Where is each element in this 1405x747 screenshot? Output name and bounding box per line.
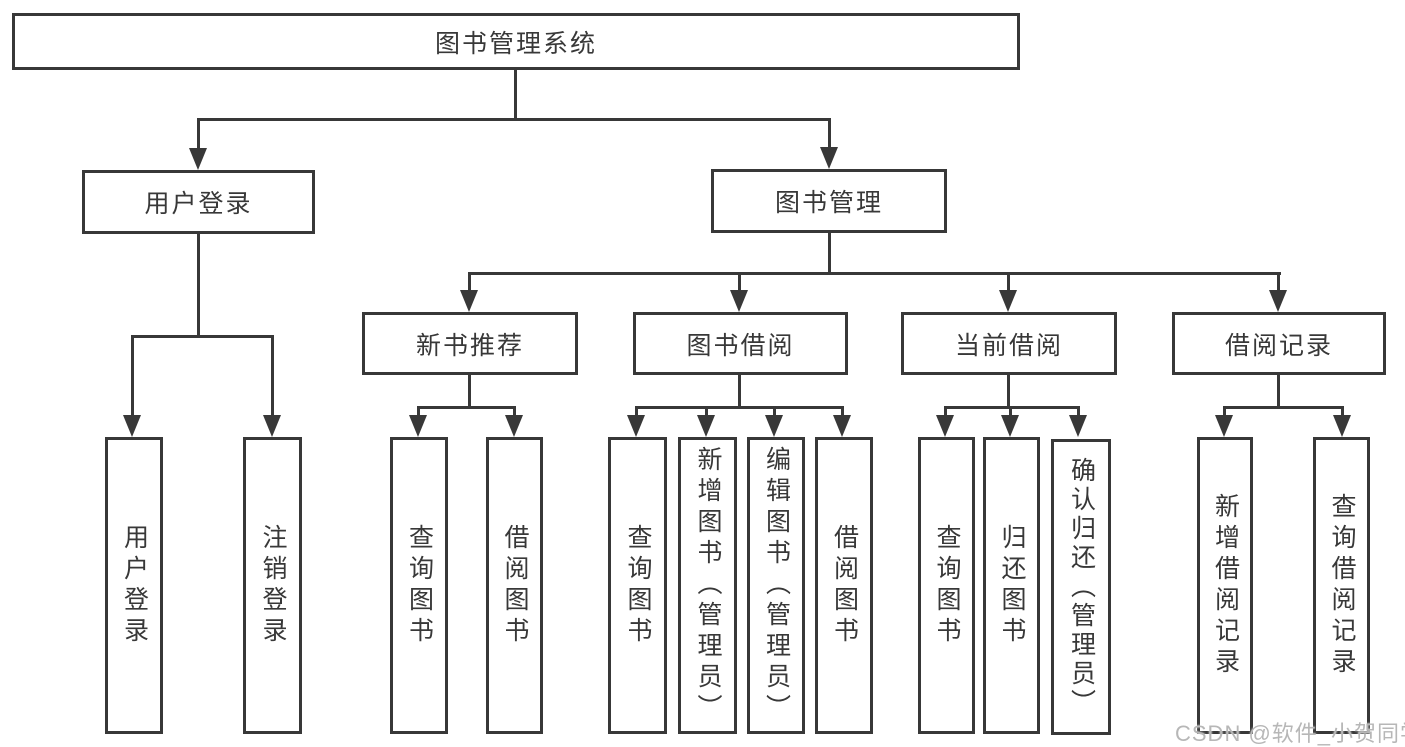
arrowhead-down bbox=[936, 415, 954, 437]
arrowhead-down bbox=[730, 290, 748, 312]
arrowhead-down bbox=[1269, 290, 1287, 312]
leaf-query-books: 查询图书 bbox=[608, 437, 667, 734]
connector-line bbox=[944, 406, 1080, 409]
node-new-book-recommend: 新书推荐 bbox=[362, 312, 578, 375]
connector-line bbox=[131, 335, 274, 338]
node-current-borrowing: 当前借阅 bbox=[901, 312, 1117, 375]
arrowhead-down bbox=[1069, 415, 1087, 437]
connector-line bbox=[197, 118, 831, 121]
connector-line bbox=[514, 70, 517, 120]
connector-line bbox=[417, 406, 516, 409]
connector-line bbox=[635, 406, 844, 409]
connector-line bbox=[635, 406, 638, 417]
connector-line bbox=[513, 406, 516, 417]
connector-line bbox=[131, 335, 134, 417]
connector-line bbox=[1277, 272, 1280, 292]
connector-line bbox=[197, 118, 200, 150]
leaf-logout: 注销登录 bbox=[243, 437, 302, 734]
connector-line bbox=[1077, 406, 1080, 417]
connector-line bbox=[828, 233, 831, 274]
arrowhead-down bbox=[460, 290, 478, 312]
arrowhead-down bbox=[123, 415, 141, 437]
arrowhead-down bbox=[999, 290, 1017, 312]
connector-line bbox=[705, 406, 708, 417]
node-user-login: 用户登录 bbox=[82, 170, 315, 234]
arrowhead-down bbox=[833, 415, 851, 437]
arrowhead-down bbox=[505, 415, 523, 437]
arrowhead-down bbox=[409, 415, 427, 437]
leaf-confirm-return-admin: 确认归还（管理员） bbox=[1051, 439, 1111, 735]
connector-line bbox=[271, 335, 274, 417]
arrowhead-down bbox=[1333, 415, 1351, 437]
connector-line bbox=[828, 118, 831, 149]
connector-line bbox=[738, 272, 741, 292]
connector-line bbox=[417, 406, 420, 417]
connector-line bbox=[1223, 406, 1226, 417]
connector-line bbox=[1341, 406, 1344, 417]
connector-line bbox=[468, 272, 1281, 275]
leaf-edit-book-admin: 编辑图书（管理员） bbox=[747, 437, 805, 734]
connector-line bbox=[1007, 375, 1010, 408]
connector-line bbox=[1223, 406, 1344, 409]
leaf-borrow-books: 借阅图书 bbox=[486, 437, 543, 734]
leaf-query-books: 查询图书 bbox=[918, 437, 975, 734]
leaf-add-book-admin: 新增图书（管理员） bbox=[678, 437, 737, 734]
connector-line bbox=[944, 406, 947, 417]
arrowhead-down bbox=[627, 415, 645, 437]
node-book-management-system: 图书管理系统 bbox=[12, 13, 1020, 70]
connector-line bbox=[468, 375, 471, 408]
arrowhead-down bbox=[1215, 415, 1233, 437]
arrowhead-down bbox=[263, 415, 281, 437]
arrowhead-down bbox=[765, 415, 783, 437]
arrowhead-down bbox=[820, 147, 838, 169]
node-book-borrowing: 图书借阅 bbox=[633, 312, 848, 375]
connector-line bbox=[1009, 406, 1012, 417]
node-borrow-records: 借阅记录 bbox=[1172, 312, 1386, 375]
leaf-user-login: 用户登录 bbox=[105, 437, 163, 734]
connector-line bbox=[1277, 375, 1280, 408]
leaf-add-borrow-record: 新增借阅记录 bbox=[1197, 437, 1253, 734]
arrowhead-down bbox=[189, 148, 207, 170]
connector-line bbox=[841, 406, 844, 417]
arrowhead-down bbox=[697, 415, 715, 437]
connector-line bbox=[773, 406, 776, 417]
leaf-query-books: 查询图书 bbox=[390, 437, 448, 734]
leaf-query-borrow-record: 查询借阅记录 bbox=[1313, 437, 1370, 734]
connector-line bbox=[1007, 272, 1010, 292]
leaf-return-books: 归还图书 bbox=[983, 437, 1040, 734]
node-book-management: 图书管理 bbox=[711, 169, 947, 233]
arrowhead-down bbox=[1001, 415, 1019, 437]
connector-line bbox=[738, 375, 741, 408]
connector-line bbox=[468, 272, 471, 292]
leaf-borrow-books: 借阅图书 bbox=[815, 437, 873, 734]
csdn-watermark: CSDN @软件_小贺同学 bbox=[1175, 721, 1405, 746]
connector-line bbox=[197, 234, 200, 335]
